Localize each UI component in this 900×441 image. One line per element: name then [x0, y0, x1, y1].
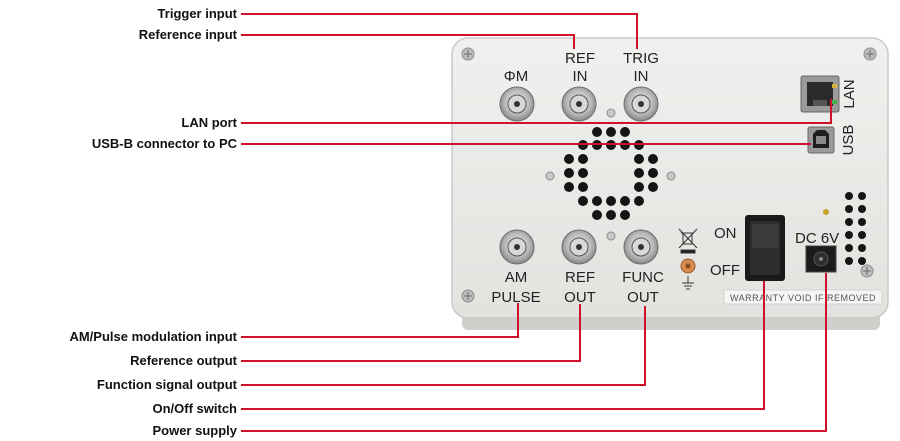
screw-icon — [545, 171, 555, 181]
bnc-func-out — [623, 229, 659, 265]
leader-reference-output — [241, 304, 581, 362]
callout-trigger-input: Trigger input — [158, 6, 238, 21]
callout-function-output: Function signal output — [97, 377, 238, 392]
panel-labels: ΦM REF IN TRIG IN AM PULSE REF OUT FUNC … — [491, 50, 858, 306]
leader-am-pulse — [241, 303, 519, 338]
screw-icon — [461, 289, 475, 303]
screw-icon — [461, 47, 475, 61]
callout-labels: Trigger input Reference input LAN port U… — [69, 6, 237, 438]
leader-trigger-input — [241, 13, 638, 49]
label-func: FUNC — [622, 269, 664, 286]
label-lan: LAN — [841, 79, 858, 108]
callout-am-pulse: AM/Pulse modulation input — [69, 329, 237, 344]
bnc-am-pulse — [499, 229, 535, 265]
bnc-ref-in — [561, 86, 597, 122]
warranty-text: WARRANTY VOID IF REMOVED — [730, 293, 876, 303]
callout-on-off-switch: On/Off switch — [153, 401, 238, 416]
power-switch — [745, 215, 785, 281]
leader-power-supply — [241, 273, 827, 432]
label-dc-6v: DC 6V — [795, 230, 839, 247]
label-phi-m: ΦM — [504, 68, 528, 85]
ground-terminal — [680, 258, 696, 274]
screw-icon — [606, 108, 616, 118]
dc-power-jack — [805, 245, 837, 273]
label-am: AM — [505, 269, 528, 286]
callout-reference-input: Reference input — [139, 27, 238, 42]
label-out-ref: OUT — [564, 289, 596, 306]
callout-reference-output: Reference output — [130, 353, 238, 368]
ground-icon — [682, 276, 694, 290]
panel-screws — [461, 47, 877, 303]
status-led — [823, 209, 829, 215]
label-ref-bottom: REF — [565, 269, 595, 286]
callout-power-supply: Power supply — [152, 423, 237, 438]
bnc-ref-out — [561, 229, 597, 265]
label-pulse: PULSE — [491, 289, 540, 306]
callout-lan-port: LAN port — [181, 115, 237, 130]
leader-reference-input — [241, 34, 575, 49]
leader-function-output — [241, 306, 646, 386]
label-in-trig: IN — [634, 68, 649, 85]
lan-port — [800, 75, 840, 113]
label-usb: USB — [840, 125, 857, 156]
screw-icon — [666, 171, 676, 181]
label-trig: TRIG — [623, 50, 659, 67]
warranty-sticker: WARRANTY VOID IF REMOVED — [723, 289, 883, 305]
screw-icon — [606, 231, 616, 241]
screw-icon — [863, 47, 877, 61]
label-ref-top: REF — [565, 50, 595, 67]
side-vent-grille — [845, 192, 866, 265]
callout-usb-b: USB-B connector to PC — [92, 136, 238, 151]
label-out-func: OUT — [627, 289, 659, 306]
leader-on-off-switch — [241, 281, 765, 410]
usb-b-port — [807, 126, 835, 154]
leader-lines — [241, 13, 832, 432]
label-in-ref: IN — [573, 68, 588, 85]
label-off: OFF — [710, 262, 740, 279]
label-on: ON — [714, 225, 737, 242]
bnc-phi-m — [499, 86, 535, 122]
weee-bin-icon — [678, 228, 698, 254]
leader-lan-port — [241, 99, 832, 124]
screw-icon — [860, 264, 874, 278]
bnc-trig-in — [623, 86, 659, 122]
